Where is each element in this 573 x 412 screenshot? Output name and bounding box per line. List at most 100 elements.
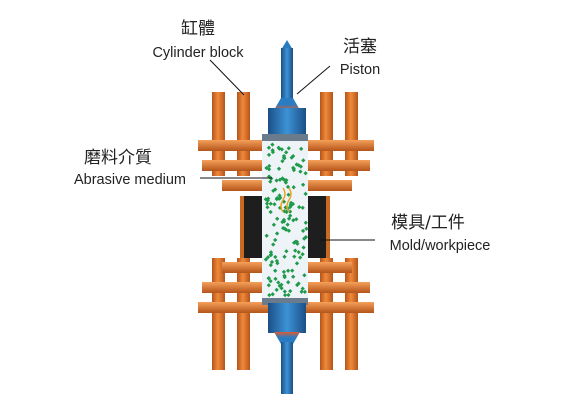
abrasive-particle — [304, 226, 309, 231]
abrasive-particle — [279, 286, 284, 291]
cylinder-block-icon — [198, 92, 374, 370]
piston-bottom-head — [268, 303, 306, 333]
lower-plate-right-3 — [302, 302, 374, 313]
abrasive-particle — [288, 288, 293, 294]
cylinder-bar-right-outer — [345, 92, 358, 176]
abrasive-particle — [271, 242, 276, 247]
cylinder-bar-left-outer — [212, 92, 225, 176]
abrasive-particle — [288, 213, 293, 218]
abrasive-particle — [286, 146, 291, 151]
abrasive-particle — [290, 268, 295, 273]
abrasive-particle — [282, 289, 287, 294]
abrasive-particle — [274, 231, 280, 236]
abrasive-particle — [295, 282, 300, 288]
abrasive-particle — [266, 283, 271, 288]
piston-rod-icon — [262, 40, 308, 394]
mold-label-zh: 模具/工件 — [391, 213, 465, 233]
abrasive-particle — [266, 145, 272, 150]
abrasive-particle — [274, 195, 280, 201]
abrasive-particle — [301, 245, 306, 250]
lower-plate-left-3 — [198, 302, 268, 313]
abrasive-particle — [273, 237, 278, 243]
abrasive-particle — [268, 201, 273, 206]
abrasive-particle — [286, 292, 291, 298]
abrasive-particle — [291, 167, 297, 173]
leader-lines — [200, 59, 375, 241]
abrasive-particle — [279, 147, 285, 152]
flow-arrow-1 — [280, 187, 286, 213]
abrasive-particle — [282, 226, 287, 231]
abrasive-particle — [286, 192, 291, 197]
abrasive-particle — [303, 171, 308, 176]
piston-bottom-flare — [274, 332, 300, 344]
abrasive-particle — [300, 228, 306, 234]
abrasive-particle — [270, 142, 275, 147]
piston-label-zh: 活塞 — [343, 37, 377, 57]
lower-plate-right-2 — [302, 282, 370, 293]
abrasive-particle — [285, 268, 291, 273]
abrasive-particle — [285, 222, 290, 227]
abrasive-particle — [264, 233, 269, 238]
abrasive-particle — [273, 268, 278, 273]
abrasive-particle — [303, 220, 308, 225]
abrasive-particle — [266, 152, 272, 158]
abrasive-particle — [297, 204, 302, 210]
cylinder-label-zh: 缸體 — [181, 18, 215, 39]
abrasive-particle — [288, 200, 294, 206]
mold-left-edge — [240, 196, 244, 258]
upper-plate-left-2 — [202, 160, 268, 171]
abrasive-particle — [294, 261, 300, 266]
abrasive-particle — [273, 254, 278, 260]
piston-top-head — [268, 108, 306, 136]
piston-bottom-rod — [281, 342, 293, 394]
abrasive-particle — [282, 273, 287, 278]
lower-plate-left-1 — [222, 262, 268, 273]
abrasive-particle — [296, 249, 301, 255]
upper-plate-right-2 — [302, 160, 370, 171]
abrasive-particle — [273, 276, 278, 282]
workpiece-icon — [240, 196, 330, 258]
abrasive-particle — [292, 254, 297, 259]
upper-plate-left-3 — [222, 180, 268, 191]
abrasive-particle — [303, 234, 309, 240]
abrasive-particle — [300, 252, 305, 257]
flow-arrow-2 — [286, 187, 292, 213]
abrasive-particle — [266, 167, 272, 172]
abrasive-particle — [284, 249, 289, 254]
abrasive-particle — [265, 205, 270, 210]
abrasive-particle — [267, 292, 272, 298]
abrasive-particle — [293, 248, 298, 253]
abrasive-particle — [277, 177, 283, 182]
abrasive-particle — [296, 163, 301, 168]
abrasive-particle — [302, 273, 307, 278]
mold-right — [308, 196, 327, 258]
abrasive-particle — [300, 182, 306, 187]
abrasive-particle — [280, 158, 285, 164]
upper-plate-left-1 — [198, 140, 268, 151]
abrasive-particle — [293, 239, 298, 244]
abrasive-particle — [277, 193, 282, 198]
abrasive-particle — [263, 257, 269, 262]
abrasive-label-zh: 磨料介質 — [84, 148, 152, 168]
abrasive-particle — [300, 286, 305, 291]
abrasive-particle — [271, 188, 276, 193]
abrasive-particle — [281, 155, 287, 160]
upper-plate-right-1 — [302, 140, 374, 151]
mold-label-en: Mold/workpiece — [390, 238, 491, 254]
abrasive-particle — [294, 217, 299, 222]
abrasive-particle — [299, 146, 304, 152]
abrasive-particle — [283, 180, 289, 185]
abrasive-particle — [266, 276, 271, 281]
abrasive-particle — [291, 185, 296, 190]
abrasive-particle — [276, 280, 281, 285]
abrasive-particle — [268, 179, 273, 184]
abrasive-particle — [270, 148, 275, 153]
abrasive-particle — [282, 254, 287, 259]
cylinder-bar-right-inner — [320, 92, 333, 176]
abrasive-particle — [267, 163, 272, 169]
piston-label-en: Piston — [340, 62, 380, 78]
abrasive-particle — [289, 155, 294, 160]
abrasive-particle — [291, 274, 296, 279]
abrasive-particle — [298, 169, 303, 174]
